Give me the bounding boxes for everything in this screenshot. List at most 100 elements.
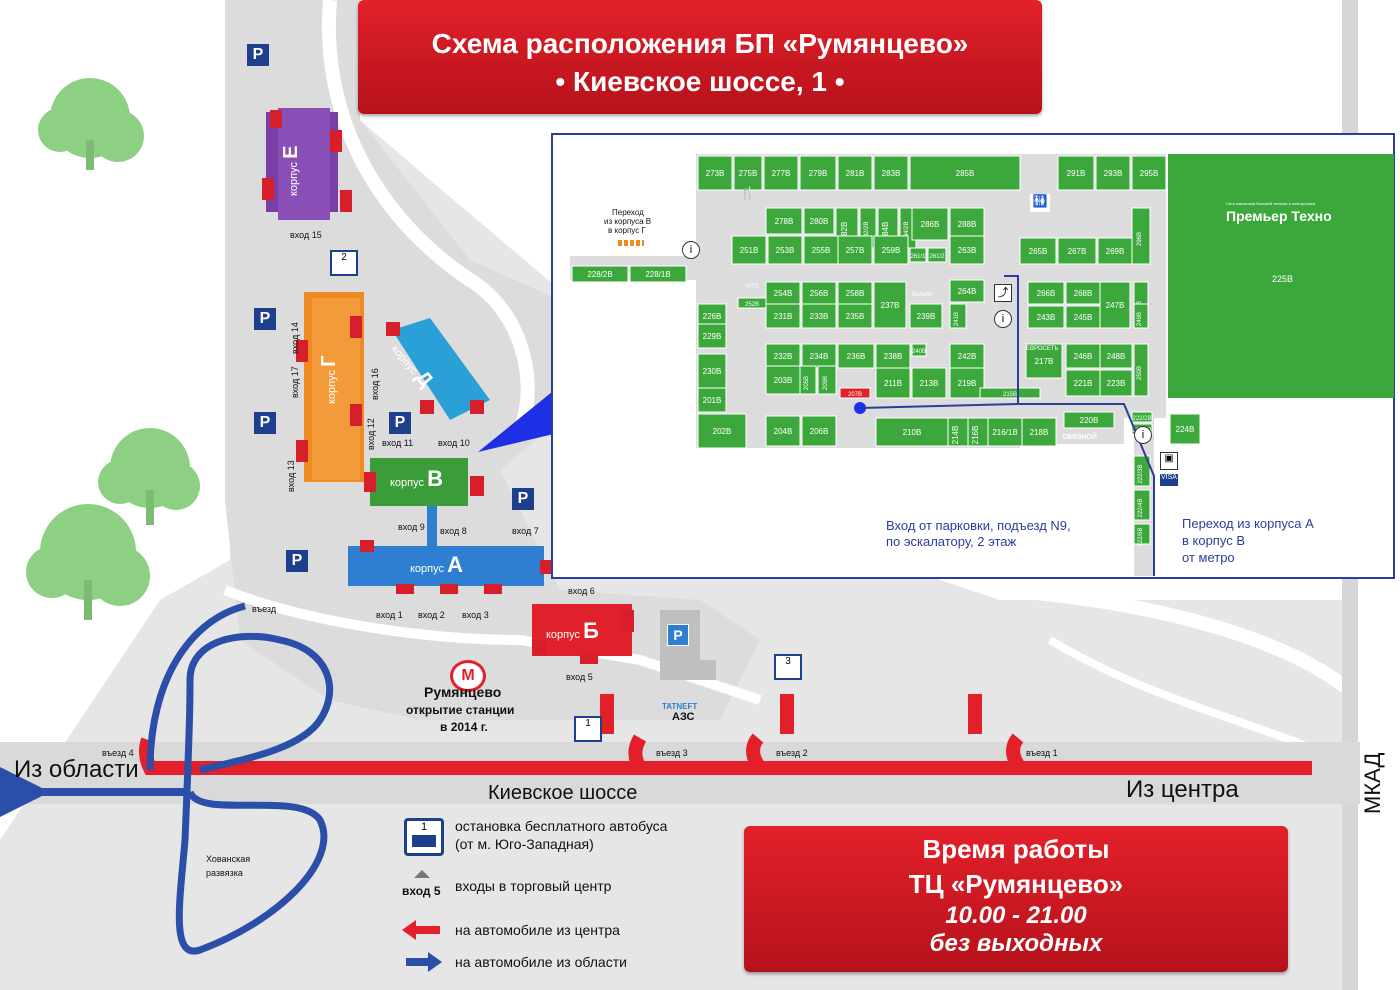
passage-a-v: [427, 506, 437, 548]
metro-transfer-note-1: Переход из корпуса А: [1182, 516, 1314, 531]
hours-days: без выходных: [929, 930, 1103, 957]
brand-euroset: ЕВРОСЕТЬ: [1026, 346, 1059, 352]
legend-bus-icon: 1: [404, 818, 444, 856]
shop-unit: [697, 323, 727, 349]
shop-unit: [911, 343, 927, 357]
shop-unit-label: 214В: [951, 426, 960, 445]
shop-unit-label: 232В: [774, 352, 793, 361]
shop-unit-label: 251В: [740, 246, 759, 255]
shop-unit-label: 277В: [772, 169, 791, 178]
shop-unit: [1065, 305, 1101, 329]
shop-unit-label: 268В: [1074, 289, 1093, 298]
shop-unit-label: 246В: [1074, 352, 1093, 361]
shop-unit-label: 241В: [954, 312, 960, 326]
metro-name: Румянцево: [424, 684, 502, 700]
parking-sign: P: [286, 550, 308, 572]
escalator-icon: ⤴: [994, 284, 1012, 302]
interchange-loop: [146, 602, 334, 955]
food-court-icon: 🍴: [740, 186, 755, 200]
metro-icon: М: [450, 660, 486, 692]
parking-letter: P: [517, 490, 529, 507]
shop-unit-label: 266В: [1037, 289, 1056, 298]
shop-unit: [873, 235, 909, 265]
shop-unit: [927, 247, 947, 263]
metro-transfer-note-2: в корпус В: [1182, 533, 1245, 548]
shop-unit: [1099, 369, 1133, 397]
shop-unit-label: 247В: [1106, 301, 1125, 310]
shop-unit: [1169, 413, 1201, 445]
entrance-17: вход 17: [290, 366, 300, 398]
building-prefix: корпус: [546, 629, 581, 641]
shop-unit: [875, 343, 911, 369]
building-prefix: корпус: [410, 563, 445, 575]
shop-unit-label: 223В: [1107, 379, 1126, 388]
shop-unit-label: 263В: [958, 246, 977, 255]
shop-unit: [875, 417, 949, 447]
shop-unit: [697, 413, 747, 449]
shop-unit-label: 248В: [1107, 352, 1126, 361]
shop-unit-label: 257В: [846, 246, 865, 255]
shop-unit-label: 218В: [1030, 428, 1049, 437]
shop-unit: [949, 303, 967, 329]
shop-unit-label: 222/3В: [1138, 464, 1144, 483]
shop-unit: [1131, 155, 1167, 191]
shop-unit: [1133, 523, 1151, 545]
shop-unit-label: 222/2В: [1132, 416, 1151, 422]
shop-unit-label: 242В: [958, 352, 977, 361]
shop-unit: [1025, 343, 1063, 379]
shop-unit-label: 295В: [1140, 169, 1159, 178]
legend-entrance-text: входы в торговый центр: [455, 878, 612, 894]
pylon-sign: [780, 694, 794, 734]
shop-unit-label: 284/2В: [904, 221, 910, 240]
interchange-label1: Хованская: [206, 854, 251, 864]
info-icon[interactable]: i: [682, 241, 700, 259]
building-a: [348, 546, 544, 586]
shop-unit-label: 275В: [739, 169, 758, 178]
shop-unit: [1065, 343, 1101, 369]
shop-unit-label: 293В: [1104, 169, 1123, 178]
parking-entry-note-2: по эскалатору, 2 этаж: [886, 534, 1017, 549]
title-line2: • Киевское шоссе, 1 •: [555, 66, 845, 97]
from-region-label: Из области: [14, 756, 139, 783]
parking-letter: P: [252, 46, 264, 63]
shop-unit: [949, 343, 985, 369]
shop-unit-label: 205В: [804, 376, 810, 390]
tree: [98, 428, 200, 525]
shop-unit: [803, 235, 839, 265]
shop-unit-label: 280В: [810, 217, 829, 226]
legend-bus-text2: (от м. Юго-Западная): [455, 836, 594, 852]
building-d: [392, 318, 490, 420]
shop-unit: [909, 303, 943, 329]
shop-unit: [629, 265, 687, 283]
info-icon[interactable]: i: [1134, 426, 1152, 444]
shop-unit-label: 221В: [1074, 379, 1093, 388]
shop-unit: [873, 155, 909, 191]
shop-unit: [1063, 411, 1115, 429]
entrance-14: вход 14: [290, 322, 300, 354]
parking-letter: P: [673, 627, 683, 643]
shop-unit: [949, 279, 985, 303]
parking-entry-note-1: Вход от парковки, подъезд N9,: [886, 518, 1071, 533]
parking-letter: P: [259, 414, 271, 431]
info-icon[interactable]: i: [994, 310, 1012, 328]
shop-unit: [801, 415, 837, 447]
shop-unit-label: 245В: [1074, 313, 1093, 322]
shop-unit-label: 281В: [846, 169, 865, 178]
shop-unit: [733, 155, 763, 191]
shop-unit-label: 267В: [1068, 247, 1087, 256]
shop-unit-label: 229В: [703, 332, 722, 341]
route-from-center: [138, 733, 1312, 775]
shop-unit-label: 296В: [1137, 232, 1143, 246]
shop-unit-label: 222/5В: [1138, 527, 1144, 546]
shop-unit-label: 265В: [1029, 247, 1048, 256]
shop-unit: [1027, 305, 1065, 329]
shop-unit-label: 219В: [958, 379, 977, 388]
shop-unit-label: 239В: [917, 312, 936, 321]
shop-unit-label: 255В: [812, 246, 831, 255]
shop-unit: [799, 155, 837, 191]
anchor-store-name: Премьер Техно: [1226, 208, 1332, 224]
shop-unit-label: 291В: [1067, 169, 1086, 178]
shop-unit: [1133, 455, 1151, 487]
entrance-16: вход 16: [370, 368, 380, 400]
